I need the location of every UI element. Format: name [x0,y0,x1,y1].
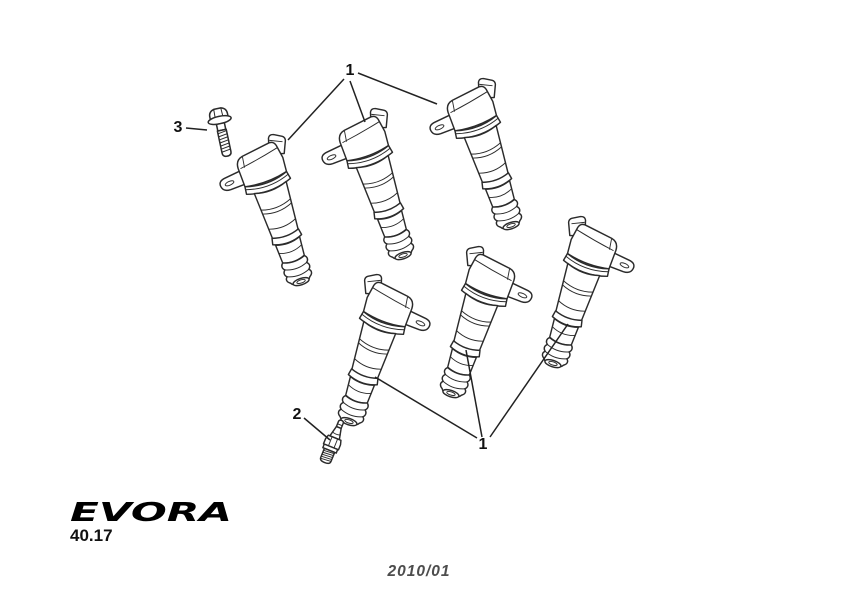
ignition-coil-bottom-middle [421,242,543,412]
leader-line [185,127,208,131]
callout-1-bottom[interactable]: 1 [479,436,488,453]
leader-line [349,80,366,123]
leader-line [287,78,345,141]
ignition-coil-bottom-left [319,270,441,440]
section-number: 40.17 [70,526,113,545]
leader-line [374,376,478,439]
ignition-coil-top-right [419,74,541,244]
spark-plug [316,416,350,467]
revision-date: 2010/01 [386,563,450,580]
callout-1-top[interactable]: 1 [346,62,355,79]
leader-line [357,72,438,105]
coil-bolt [205,105,240,160]
leader-line [303,417,331,441]
ignition-coil-bottom-right [523,212,645,382]
callout-3[interactable]: 3 [174,119,183,136]
leader-line [465,349,483,438]
ignition-coil-top-middle [311,104,433,274]
leader-line [489,323,569,438]
callout-2[interactable]: 2 [293,406,302,423]
evora-logo: EVORA [70,498,232,528]
